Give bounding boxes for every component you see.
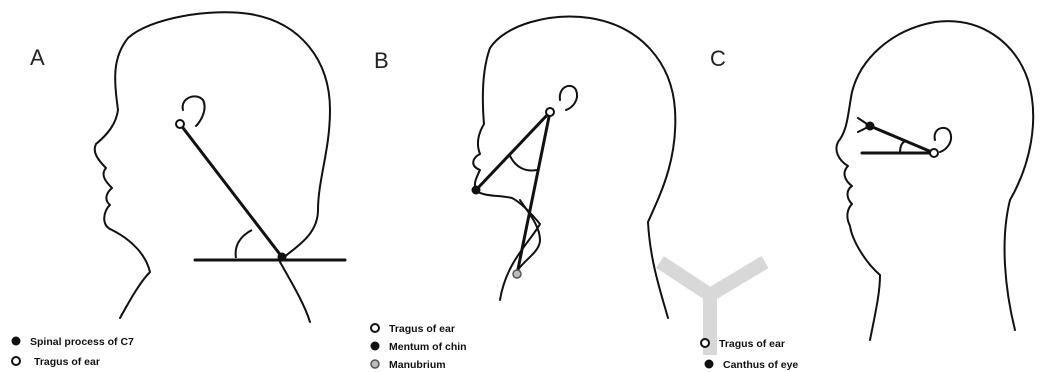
panel-c-tragus-marker: [930, 149, 938, 157]
panel-c-canthus-marker: [866, 122, 875, 131]
panel-c-legend-tragus: Tragus of ear: [719, 338, 785, 350]
panel-a-label: A: [30, 45, 45, 70]
legend-marker-open: [12, 357, 20, 365]
legend-marker-open: [701, 339, 709, 347]
legend-marker-open: [371, 324, 379, 332]
panel-a-tragus-c7-line: [180, 124, 282, 257]
panel-b-label: B: [374, 48, 389, 73]
panel-c-label: C: [710, 46, 726, 71]
panel-b-head-outline: [473, 17, 675, 318]
legend-marker-filled: [371, 342, 380, 351]
panel-b-legend-manubrium: Manubrium: [389, 359, 446, 371]
panel-a-c7-marker: [278, 253, 287, 262]
panel-b-ear: [560, 86, 577, 110]
panel-b-legend-tragus: Tragus of ear: [389, 323, 455, 335]
panel-b-tragus-chin-line: [476, 112, 550, 190]
panel-a-tragus-marker: [176, 120, 184, 128]
panel-c-head-outline: [836, 21, 1033, 340]
panel-b-legend-chin: Mentum of chin: [389, 341, 467, 353]
panel-b: B Tragus of ear Mentum of chin Manubrium: [371, 17, 676, 371]
panel-a-angle-arc: [236, 230, 252, 258]
legend-marker-gray: [371, 360, 379, 368]
panel-b-tragus-marker: [546, 108, 554, 116]
panel-a-ear: [183, 96, 205, 126]
panel-b-tragus-manubrium-line: [517, 112, 550, 274]
panel-c-legend-canthus: Canthus of eye: [723, 359, 798, 371]
panel-a-legend-tragus: Tragus of ear: [34, 356, 100, 368]
panel-a-legend: Spinal process of C7 Tragus of ear: [12, 336, 135, 368]
panel-a: A Spinal process of C7 Tragus of ear: [12, 12, 346, 368]
panel-c-angle-arc: [900, 141, 906, 153]
panel-b-angle-arc: [510, 156, 537, 170]
panel-b-manubrium-marker: [513, 270, 521, 278]
legend-marker-filled: [12, 337, 21, 346]
panel-a-legend-c7: Spinal process of C7: [30, 336, 134, 348]
panel-b-chin-marker: [472, 186, 481, 195]
legend-marker-filled: [705, 360, 714, 369]
panel-c-ear: [935, 128, 951, 152]
panel-b-legend: Tragus of ear Mentum of chin Manubrium: [371, 323, 467, 371]
panel-c-canthus-tragus-line: [870, 126, 934, 153]
panel-c: C Tragus of ear Canthus of eye: [701, 21, 1033, 371]
